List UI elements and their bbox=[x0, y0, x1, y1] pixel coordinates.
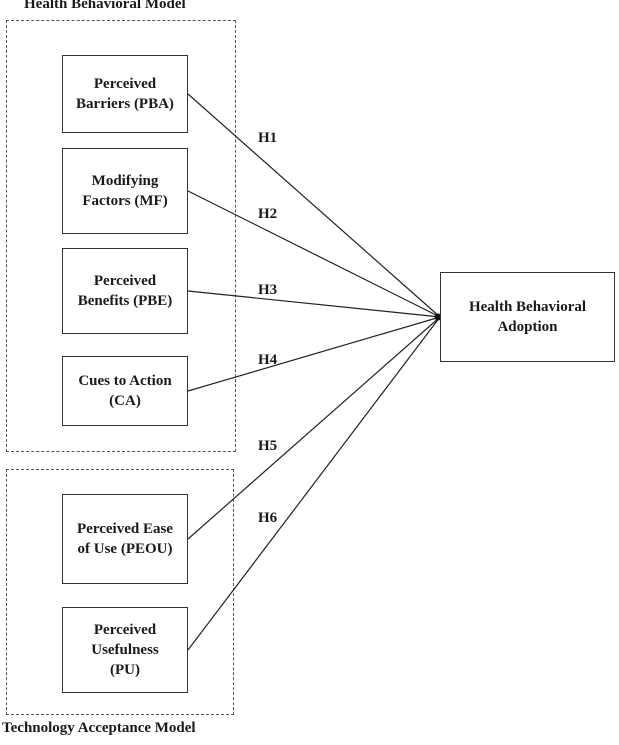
technology-acceptance-model-title: Technology Acceptance Model bbox=[2, 720, 196, 736]
node-perceived-usefulness: Perceived Usefulness (PU) bbox=[62, 607, 188, 693]
node-cues-to-action: Cues to Action (CA) bbox=[62, 356, 188, 426]
node-perceived-ease-of-use: Perceived Ease of Use (PEOU) bbox=[62, 494, 188, 584]
hypothesis-label-h5: H5 bbox=[258, 438, 278, 454]
hypothesis-label-h6: H6 bbox=[258, 510, 278, 526]
node-perceived-barriers: Perceived Barriers (PBA) bbox=[62, 55, 188, 133]
hypothesis-label-h3: H3 bbox=[258, 282, 278, 298]
node-modifying-factors: Modifying Factors (MF) bbox=[62, 148, 188, 234]
hypothesis-label-h4: H4 bbox=[258, 352, 278, 368]
hypothesis-label-h2: H2 bbox=[258, 206, 278, 222]
node-health-behavioral-adoption: Health Behavioral Adoption bbox=[440, 272, 615, 362]
health-behavioral-model-title: Health Behavioral Model bbox=[24, 0, 186, 12]
hypothesis-label-h1: H1 bbox=[258, 130, 278, 146]
node-perceived-benefits: Perceived Benefits (PBE) bbox=[62, 248, 188, 334]
